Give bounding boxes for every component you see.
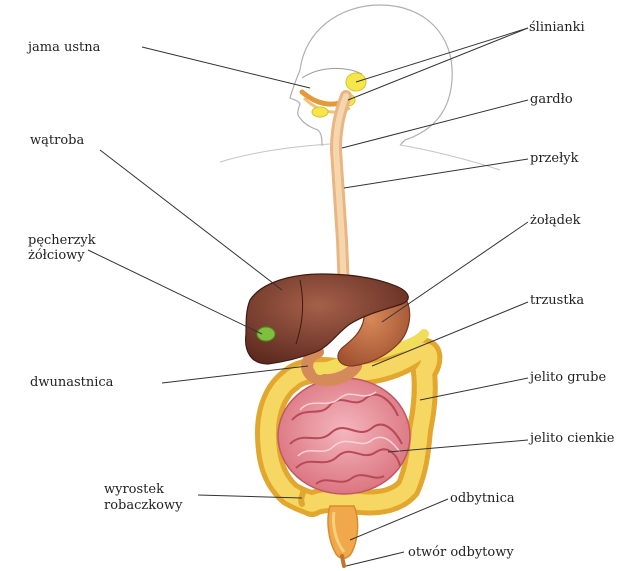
- label-watroba: wątroba: [30, 133, 85, 148]
- liver: [245, 273, 409, 365]
- small-intestine: [277, 377, 411, 495]
- gallbladder: [256, 326, 276, 342]
- label-jelito-cienkie: jelito cienkie: [530, 431, 615, 446]
- duodenum: [301, 346, 362, 387]
- label-jama-ustna: jama ustna: [28, 40, 101, 55]
- leader-lines: [87, 27, 529, 567]
- liver-lobe-line: [295, 279, 304, 345]
- label-wyrostek-line1: wyrostek: [104, 482, 164, 497]
- esophagus: [329, 90, 352, 296]
- head-outline: [219, 4, 501, 171]
- label-wyrostek-line2: robaczkowy: [104, 498, 183, 513]
- label-dwunastnica: dwunastnica: [30, 375, 114, 390]
- label-pecherzyk-line2: żółciowy: [28, 248, 85, 263]
- label-jelito-grube: jelito grube: [530, 370, 607, 385]
- label-zoladek: żołądek: [530, 213, 581, 228]
- pancreas: [315, 329, 429, 375]
- rectum: [327, 505, 359, 568]
- label-otwor-odbytowy: otwór odbytowy: [408, 545, 514, 560]
- label-slinianki: ślinianki: [529, 20, 585, 35]
- label-przelyk: przełyk: [530, 151, 579, 166]
- label-trzustka: trzustka: [530, 293, 585, 308]
- label-pecherzyk-line1: pęcherzyk: [28, 233, 96, 248]
- label-gardlo: gardło: [530, 92, 573, 107]
- appendix: [298, 487, 307, 507]
- label-odbytnica: odbytnica: [450, 491, 515, 506]
